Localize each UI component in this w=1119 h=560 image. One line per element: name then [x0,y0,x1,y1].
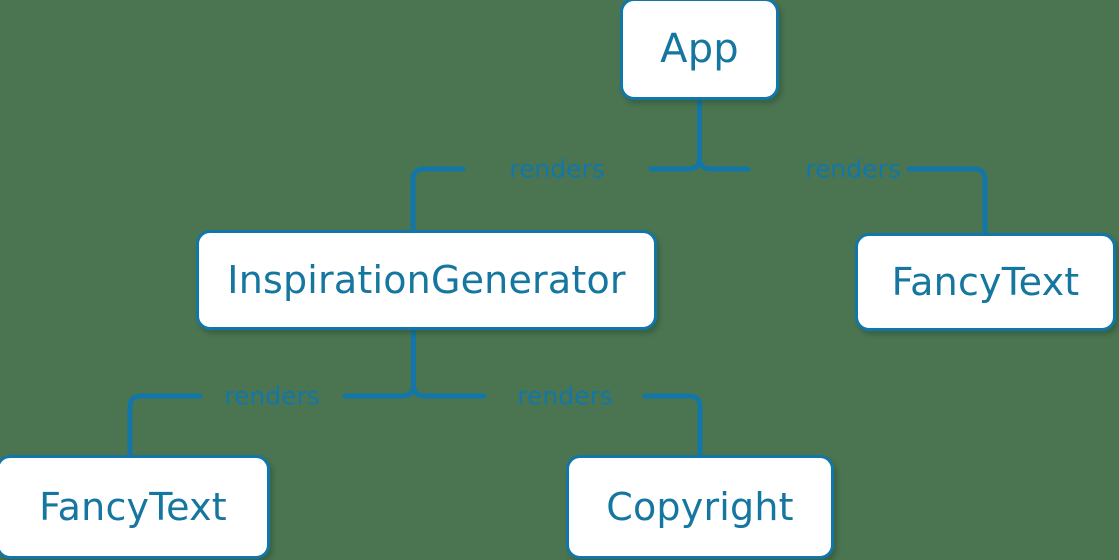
edge-ig-to-fancytext-bottom-left-seg [127,393,203,459]
edge-app-to-inspiration-generator-right-seg [648,155,702,172]
node-fancytext-right[interactable]: FancyText [855,233,1116,331]
node-fancytext-bottom-label: FancyText [39,485,227,529]
edge-label-inspiration-generator-to-fancytext-bottom: renders [224,381,320,411]
node-app-label: App [660,26,739,72]
edge-ig-to-fancytext-bottom-right-seg [342,382,416,399]
edge-app-to-fancytext-right-left-seg [697,155,751,172]
edge-app-to-inspiration-generator-left-seg [410,166,466,234]
edge-ig-to-copyright-left-seg [411,382,487,399]
edge-ig-to-copyright-right-seg [642,393,703,459]
edge-label-app-to-inspiration-generator: renders [509,154,605,184]
node-inspiration-generator-label: InspirationGenerator [227,258,626,302]
edge-app-to-fancytext-right-right-seg [906,166,988,237]
edge-label-app-to-fancytext-right: renders [805,154,901,184]
node-copyright[interactable]: Copyright [566,455,834,559]
edge-label-inspiration-generator-to-copyright: renders [517,381,613,411]
node-fancytext-right-label: FancyText [891,260,1080,304]
node-inspiration-generator[interactable]: InspirationGenerator [196,230,657,330]
node-app[interactable]: App [620,0,779,100]
node-copyright-label: Copyright [606,485,794,529]
node-fancytext-bottom[interactable]: FancyText [0,455,270,559]
